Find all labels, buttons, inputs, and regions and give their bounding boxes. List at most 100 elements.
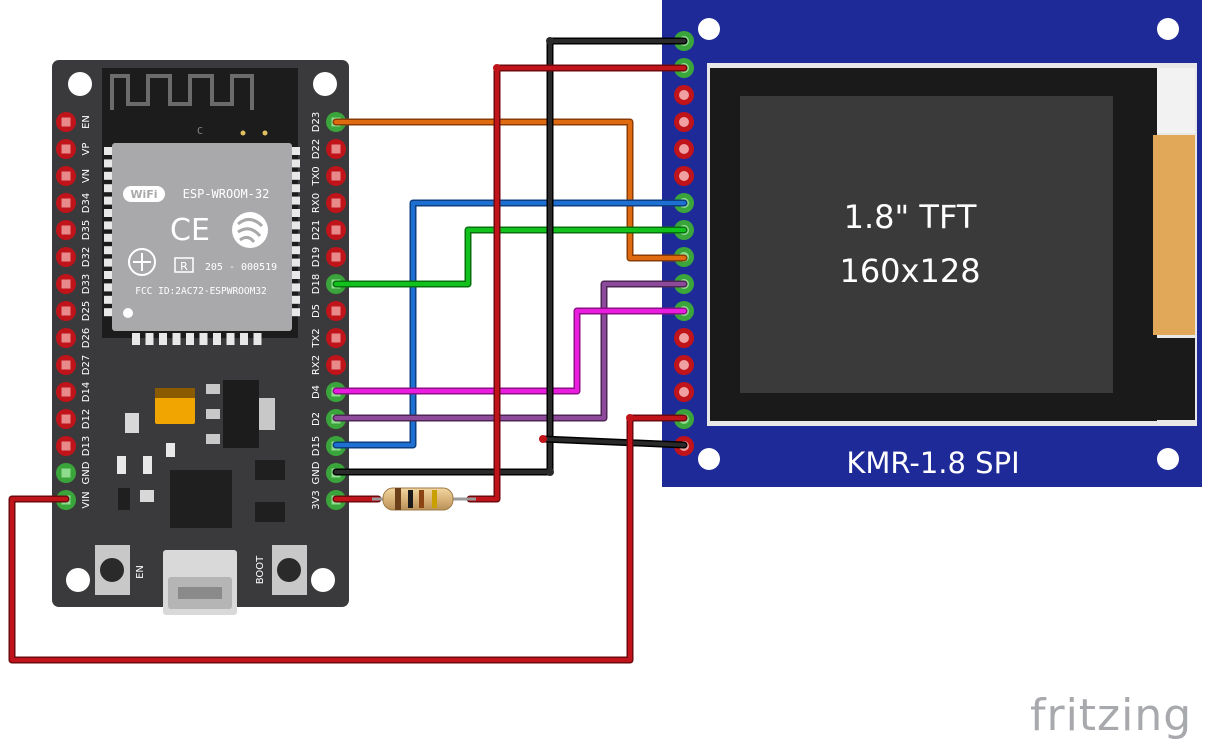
- module-pad: [226, 333, 235, 345]
- esp32-pin-tx0[interactable]: TX0: [311, 166, 346, 187]
- esp32-pin-rx0[interactable]: RX0: [311, 193, 346, 213]
- usb-uart-chip: [170, 470, 232, 528]
- micro-usb-port[interactable]: [163, 550, 237, 615]
- esp32-pin-d35[interactable]: D35: [56, 220, 92, 240]
- esp32-pin-label: D27: [81, 355, 92, 375]
- tft-pin-14[interactable]: [674, 382, 694, 402]
- esp32-pin-label: GND: [81, 461, 92, 484]
- esp32-pin-d13[interactable]: D13: [56, 436, 92, 456]
- esp32-pin-d32[interactable]: D32: [56, 247, 92, 267]
- esp32-pin-label: EN: [81, 115, 92, 129]
- en-button[interactable]: [95, 545, 130, 595]
- module-pad: [104, 246, 112, 255]
- esp32-pin-en[interactable]: EN: [56, 112, 92, 132]
- esp32-pin-vp[interactable]: VP: [56, 139, 92, 159]
- module-pad: [292, 295, 300, 304]
- wire-bend: [546, 468, 554, 476]
- wifi-logo-icon: [123, 186, 165, 202]
- wire-bend: [626, 414, 634, 422]
- tft-screen-resolution: 160x128: [839, 252, 980, 290]
- esp32-pin-d27[interactable]: D27: [56, 355, 92, 375]
- pcb-antenna: [110, 74, 254, 110]
- module-pad: [172, 333, 181, 345]
- voltage-regulator: [223, 380, 259, 448]
- esp32-pin-label: D18: [311, 274, 322, 294]
- wire-bend: [539, 435, 547, 443]
- svg-text:C: C: [197, 126, 203, 137]
- module-pad: [104, 233, 112, 242]
- module-pad: [292, 308, 300, 317]
- tft-mount-hole: [698, 18, 720, 40]
- esp32-pin-label: D12: [81, 409, 92, 429]
- esp32-pin-d5[interactable]: D5: [311, 301, 346, 321]
- esp32-pin-label: D35: [81, 220, 92, 240]
- module-pad: [104, 221, 112, 230]
- esp32-pin-d14[interactable]: D14: [56, 382, 92, 402]
- module-pad: [292, 271, 300, 279]
- resistor: [372, 487, 476, 511]
- espressif-logo-icon: [232, 212, 268, 248]
- en-button-label: EN: [135, 565, 146, 579]
- esp32-pin-vn[interactable]: VN: [56, 166, 92, 186]
- module-pad: [159, 333, 167, 345]
- esp32-pin-tx2[interactable]: TX2: [311, 328, 346, 349]
- svg-text:R: R: [180, 260, 188, 273]
- esp32-pin-d21[interactable]: D21: [311, 220, 346, 240]
- module-pad: [132, 333, 140, 345]
- esp32-pin-rx2[interactable]: RX2: [311, 355, 346, 375]
- esp32-pin-d26[interactable]: D26: [56, 328, 92, 348]
- vcc-wire: [468, 66, 686, 501]
- esp32-pin-d19[interactable]: D19: [311, 247, 346, 267]
- esp32-pin-label: 3V3: [311, 490, 322, 510]
- module-pad: [292, 159, 300, 168]
- boot-button[interactable]: [272, 545, 307, 595]
- tft-pin-6[interactable]: [674, 166, 694, 186]
- esp32-pin-d34[interactable]: D34: [56, 193, 92, 213]
- tft-pin-5[interactable]: [674, 139, 694, 159]
- module-pad: [292, 209, 300, 217]
- ce-mark: CE: [170, 213, 210, 248]
- module-pad: [104, 196, 112, 205]
- esp32-pin-label: GND: [311, 461, 322, 484]
- module-pad: [104, 258, 112, 267]
- d2-wire: [334, 282, 686, 420]
- tft-mount-hole: [698, 448, 720, 470]
- tft-pin-13[interactable]: [674, 355, 694, 375]
- esp32-pin-label: VP: [81, 143, 92, 156]
- esp32-pin-d22[interactable]: D22: [311, 139, 346, 159]
- module-pad: [186, 333, 194, 345]
- module-label: ESP-WROOM-32: [183, 187, 270, 201]
- esp32-pin-label: D22: [311, 139, 322, 159]
- svg-text:WiFi: WiFi: [130, 188, 157, 201]
- esp32-pin-label: RX0: [311, 193, 322, 213]
- module-pad: [292, 283, 300, 292]
- vin-wire: [10, 416, 686, 662]
- wire-bend: [546, 37, 554, 45]
- module-pad: [104, 209, 112, 217]
- d2-wire: [332, 280, 688, 422]
- esp32-pin-label: TX0: [311, 166, 322, 186]
- esp32-pin-d12[interactable]: D12: [56, 409, 92, 429]
- tft-pin-3[interactable]: [674, 85, 694, 105]
- esp32-pin-d25[interactable]: D25: [56, 301, 92, 321]
- esp32-pin-label: D25: [81, 301, 92, 321]
- esp32-pin-label: VN: [81, 169, 92, 183]
- wires: [8, 37, 688, 664]
- esp32-board: C WiFi ESP-WROOM-32 CE R 205 - 000519 FC…: [52, 60, 349, 615]
- esp32-pin-label: VIN: [81, 491, 92, 508]
- d23-wire: [334, 120, 686, 260]
- tft-pin-12[interactable]: [674, 328, 694, 348]
- module-pad: [292, 246, 300, 255]
- module-pad: [104, 159, 112, 168]
- module-pad: [292, 171, 300, 180]
- fcc-id: FCC ID:2AC72-ESPWROOM32: [135, 286, 267, 297]
- d4-wire: [334, 309, 686, 393]
- d4-wire: [332, 307, 688, 395]
- tft-pin-4[interactable]: [674, 112, 694, 132]
- backlight-gnd-wire: [541, 437, 686, 447]
- tft-screen: [740, 96, 1113, 393]
- esp32-pin-label: D32: [81, 247, 92, 267]
- esp32-pin-d33[interactable]: D33: [56, 274, 92, 294]
- esp32-pin-gnd[interactable]: GND: [56, 461, 92, 484]
